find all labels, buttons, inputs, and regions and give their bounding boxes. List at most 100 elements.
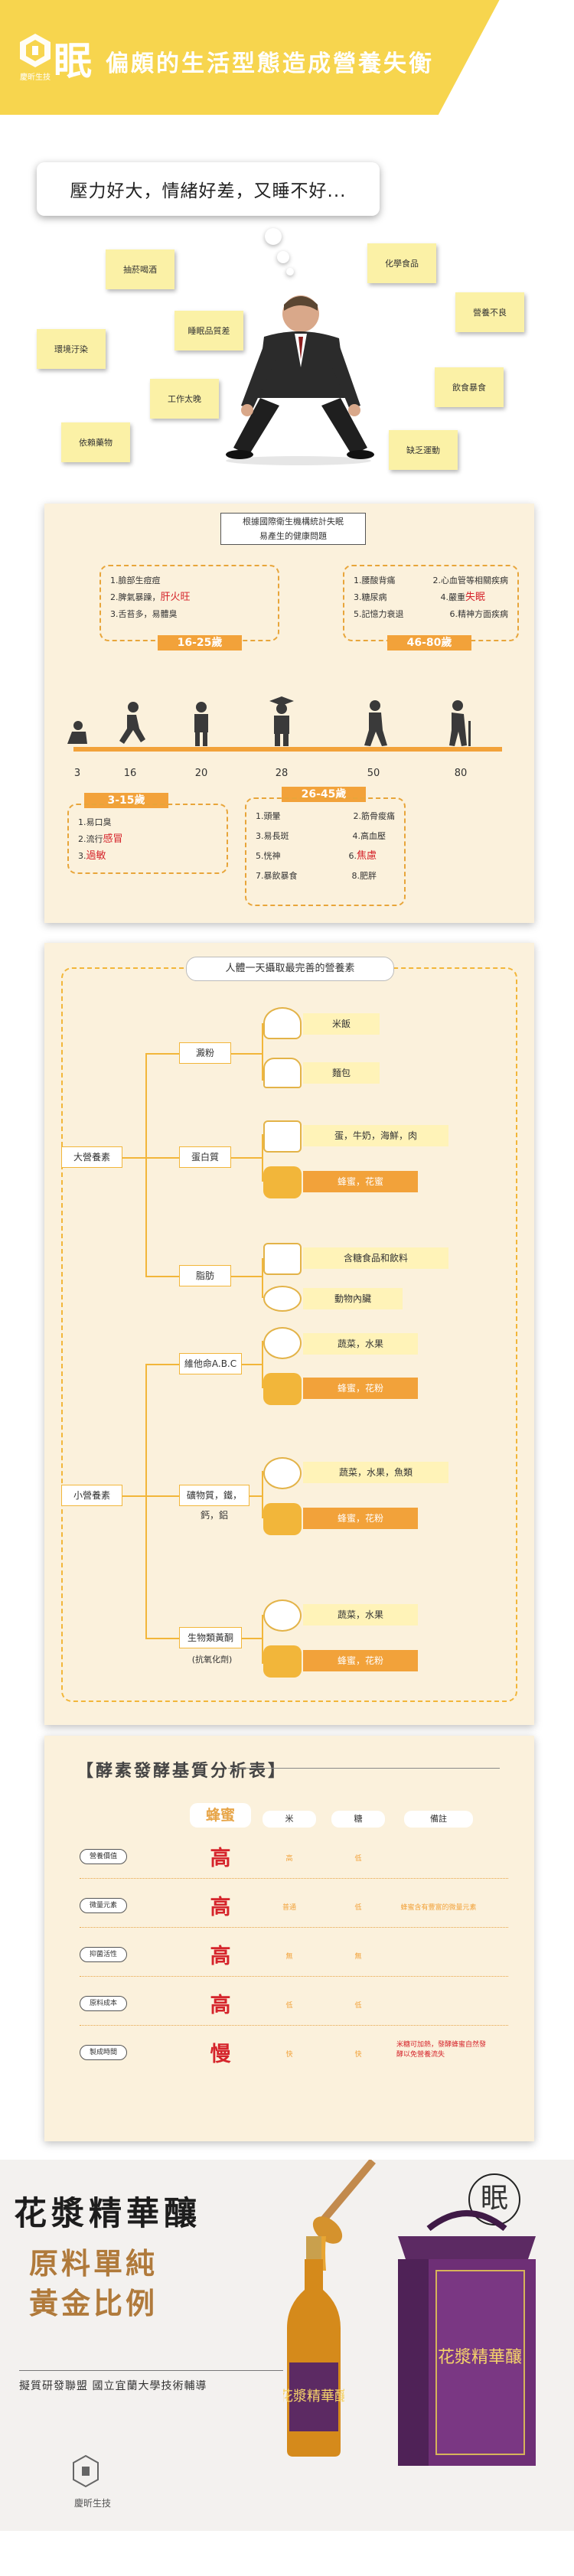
product-section: 花漿精華釀 原料單純 黃金比例 擬質研發聯盟 國立宜蘭大學技術輔導 慶昕生技 眠… (0, 2160, 574, 2531)
health-item: 3.糖尿病 (354, 592, 387, 602)
honey-value: 高 (210, 1945, 231, 1968)
branch-line (145, 1638, 182, 1639)
sticky-note: 工作太晚 (150, 379, 219, 419)
health-item: 6.精神方面疾病 (449, 609, 509, 619)
sticky-note: 飲食暴食 (435, 367, 504, 407)
brand-emblem-icon (73, 2454, 99, 2488)
honeycomb-icon (263, 1373, 302, 1405)
fish-vegetable-icon (263, 1457, 302, 1489)
column-header-note: 備註 (404, 1811, 473, 1828)
brand-name: 慶昕生技 (20, 72, 51, 82)
health-item: 2.脾氣暴躁，肝火旺 (110, 592, 191, 603)
drink-icon (263, 1243, 302, 1275)
row-label: 製成時間 (80, 2045, 127, 2060)
honey-value: 高 (210, 1847, 231, 1870)
sugar-value: 無 (354, 1953, 362, 1961)
food-tag: 蔬菜，水果 (303, 1333, 418, 1355)
sticky-note: 環境汙染 (37, 329, 106, 369)
vitamin-node: 維他命A.B.C (179, 1353, 242, 1374)
product-bottle: 花漿精華釀 (283, 2236, 344, 2457)
branch-line (249, 1495, 262, 1497)
column-header-honey: 蜂蜜 (190, 1803, 251, 1828)
branch-line (145, 1364, 147, 1639)
thought-dot (277, 251, 289, 263)
age-box-3-15: 1.易口臭 2.流行感冒 3.過敏 (67, 804, 228, 874)
age-label-46-80: 46-80歲 (387, 635, 471, 651)
honeycomb-icon (263, 1645, 302, 1678)
box-label: 花漿精華釀 (438, 2348, 522, 2367)
age-tick: 28 (275, 768, 289, 779)
health-item: 1.臉部生痘痘 (110, 576, 161, 585)
rice-value: 無 (285, 1953, 293, 1961)
sticky-note: 缺乏運動 (389, 430, 458, 470)
column-header-rice: 米 (263, 1811, 316, 1828)
header-slant (422, 0, 574, 115)
health-item: 1.頭暈 (256, 811, 281, 821)
rice-value: 高 (285, 1855, 293, 1863)
fat-node: 脂肪 (179, 1265, 231, 1286)
sticky-note: 抽菸喝酒 (106, 249, 174, 289)
product-footnote: 擬質研發聯盟 國立宜蘭大學技術輔導 (19, 2380, 207, 2392)
branch-line (121, 1157, 184, 1159)
nutrition-title: 人體一天攝取最完善的營養素 (186, 957, 394, 981)
branch-line (242, 1638, 262, 1639)
health-item: 5.記憶力衰退 (354, 609, 404, 619)
page-header: 慶昕生技 眠 偏頗的生活型態造成營養失衡 (0, 0, 574, 115)
elder-cane-icon (449, 700, 471, 746)
honey-tag: 蜂蜜，花粉 (303, 1378, 418, 1399)
food-tag: 蔬菜，水果，魚類 (303, 1462, 448, 1483)
age-tick: 80 (454, 768, 468, 779)
health-title-line: 根據國際衛生機構統計失眠 (243, 517, 344, 527)
food-tag: 動物內臟 (303, 1288, 403, 1309)
teen-icon (194, 702, 208, 746)
health-item: 3.過敏 (78, 850, 106, 862)
sticky-note: 營養不良 (455, 292, 524, 332)
slogan-line: 原料單純 (29, 2246, 158, 2281)
note-value: 蜂蜜含有豐富的微量元素 (400, 1904, 477, 1912)
sugar-value: 低 (354, 1904, 362, 1912)
stressed-man-figure (226, 295, 374, 465)
starch-node: 澱粉 (179, 1042, 231, 1064)
logo-char: 眠 (54, 38, 92, 83)
sugar-value: 低 (354, 2002, 362, 2010)
row-label: 原料成本 (80, 1996, 127, 2011)
health-item: 3.舌苔多，易體臭 (110, 609, 178, 619)
title-rule (228, 1768, 500, 1769)
age-box-46-80: 1.腰酸背痛 2.心血管等相關疾病 3.糖尿病 4.嚴重失眠 5.記憶力衰退 6… (343, 565, 519, 641)
branch-line (262, 1615, 263, 1664)
health-item: 3.易長斑 (256, 831, 289, 841)
rice-bowl-icon (263, 1007, 302, 1039)
health-item: 7.暴飲暴食 (256, 871, 298, 881)
branch-line (145, 1276, 180, 1277)
age-tick: 16 (123, 768, 137, 779)
row-divider (80, 1976, 508, 1977)
branch-line (231, 1157, 262, 1159)
health-item: 2.筋骨痠痛 (353, 811, 396, 821)
health-title-line: 易產生的健康問題 (259, 531, 327, 541)
health-item: 2.流行感冒 (78, 833, 123, 845)
toddler-icon (67, 721, 87, 744)
branch-line (242, 1364, 262, 1365)
product-slogan: 原料單純 黃金比例 (29, 2244, 158, 2323)
age-label-16-25: 16-25歲 (158, 635, 242, 651)
sticky-note: 睡眠品質差 (174, 311, 243, 351)
row-divider (80, 1878, 508, 1879)
ferment-table-title: 【酵素發酵基質分析表】 (77, 1762, 288, 1781)
age-box-16-25: 1.臉部生痘痘 2.脾氣暴躁，肝火旺 3.舌苔多，易體臭 (99, 565, 279, 641)
bottle-label: 花漿精華釀 (283, 2389, 344, 2405)
branch-line (145, 1053, 180, 1055)
micro-nutrient-label: 小營養素 (61, 1485, 122, 1506)
row-divider (80, 2025, 508, 2026)
thought-bubble: 壓力好大，情緒好差，又睡不好... (37, 162, 380, 216)
food-tag: 蔬菜，水果 (303, 1604, 418, 1625)
flavonoid-subtitle: (抗氧化劑) (191, 1655, 233, 1665)
running-child-icon (119, 702, 145, 744)
age-tick: 20 (194, 768, 208, 779)
row-divider (80, 1927, 508, 1928)
health-item: 4.嚴重失眠 (440, 592, 485, 603)
row-label: 營養價值 (80, 1849, 127, 1864)
thought-dot (265, 228, 282, 245)
macro-nutrient-label: 大營養素 (61, 1146, 122, 1168)
bread-icon (263, 1058, 302, 1088)
product-name: 花漿精華釀 (14, 2195, 201, 2233)
